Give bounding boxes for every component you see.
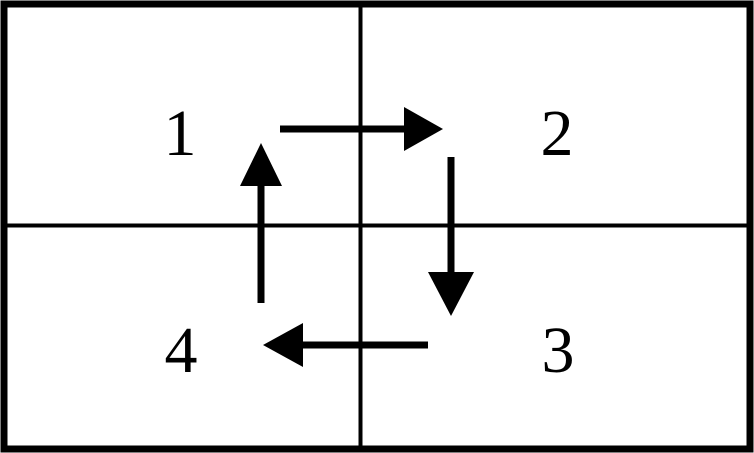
quadrant-label-2: 2 bbox=[541, 97, 574, 170]
arrow-1-to-2 bbox=[280, 107, 443, 151]
quadrant-label-3: 3 bbox=[542, 314, 575, 387]
arrow-4-to-1-head bbox=[240, 143, 282, 186]
arrow-3-to-4 bbox=[263, 323, 428, 367]
quadrant-label-4: 4 bbox=[165, 314, 198, 387]
arrow-2-to-3-head bbox=[428, 272, 474, 316]
arrow-3-to-4-head bbox=[263, 323, 303, 367]
arrow-1-to-2-head bbox=[404, 107, 443, 151]
quadrant-label-1: 1 bbox=[164, 97, 197, 170]
arrow-2-to-3 bbox=[428, 157, 474, 316]
arrow-4-to-1 bbox=[240, 143, 282, 303]
